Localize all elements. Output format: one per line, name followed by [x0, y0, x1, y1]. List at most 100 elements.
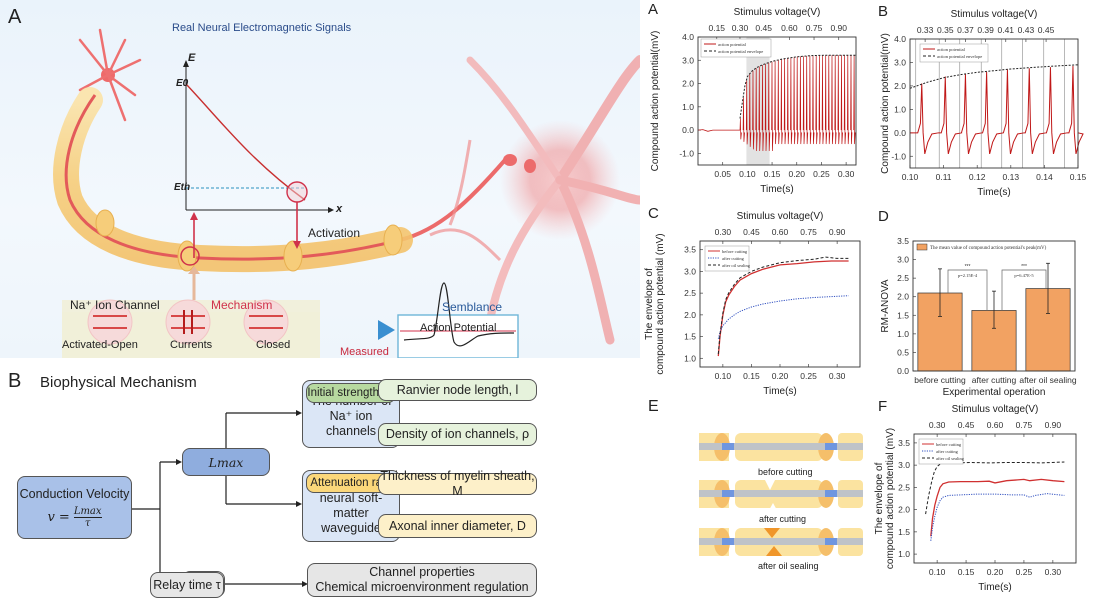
state-closed: Closed [256, 339, 291, 351]
x-axis-label: Experimental operation [943, 387, 1046, 398]
x-tick-label: 0.14 [1036, 172, 1053, 182]
top-axis-title: Stimulus voltage(V) [951, 9, 1038, 20]
y-tick-label: 0.0 [897, 366, 909, 376]
density-box: Density of ion channels, ρ [378, 423, 537, 446]
oil-seal-top [764, 528, 780, 538]
top-axis-title: Stimulus voltage(V) [734, 7, 821, 18]
e0-label: E0 [176, 78, 189, 89]
spike [853, 55, 856, 145]
y-axis-label: Compound action potential(mV) [880, 33, 891, 174]
panel-label: B [878, 3, 888, 20]
conduction-velocity-label: Conduction Velocity [19, 486, 130, 501]
legend-box [704, 245, 750, 272]
y-tick-label: 2.0 [898, 505, 910, 515]
semblance-label: Semblance [442, 300, 503, 314]
x-tick-label: 0.10 [902, 172, 919, 182]
y-axis-label: compound action potential (mV) [885, 428, 896, 569]
p-value: p=6.47E-5 [1014, 273, 1034, 278]
x-category-label: before cutting [914, 375, 966, 385]
y-tick-label: 1.5 [897, 310, 909, 320]
attenuation-box: Attenuation rate [306, 473, 396, 493]
y-tick-label: 3.0 [682, 55, 694, 65]
top-axis-title: Stimulus voltage(V) [737, 211, 824, 222]
cut-mark-bottom [768, 503, 778, 512]
significance-bracket [1001, 269, 1047, 311]
top-tick-label: 0.35 [937, 25, 954, 35]
y-axis-label: The envelope of [874, 462, 885, 534]
panel-a-label: A [8, 6, 22, 28]
x-axis-label: Time(s) [760, 184, 794, 195]
y-tick-label: 1.0 [897, 329, 909, 339]
y-tick-label: 2.5 [684, 288, 696, 298]
oil-seal-bottom [766, 546, 782, 556]
conduction-velocity-box: Conduction Velocity v = Lmax τ [17, 476, 132, 539]
spike [771, 61, 774, 152]
y-tick-label: 2.0 [897, 292, 909, 302]
spike [752, 70, 755, 150]
spike [809, 55, 812, 145]
target-neuron [466, 55, 640, 345]
action-potential-curve [403, 282, 515, 347]
state-before-cutting: before cutting [758, 467, 813, 477]
y-axis-label: RM-ANOVA [880, 279, 891, 332]
panel-e-label: E [648, 398, 659, 415]
activation-label: Activation [308, 226, 361, 240]
myelin-box: Thickness of myelin sheath, M [378, 469, 537, 498]
state-activated-open: Activated-Open [62, 339, 138, 351]
attenuation-graph [183, 60, 334, 258]
legend-label: after cutting [722, 256, 745, 261]
y-tick-label: 1.5 [684, 332, 696, 342]
spike [739, 118, 742, 140]
series-after-cutting [717, 295, 849, 339]
nerve-states-svg [699, 433, 863, 556]
top-axis-title: Stimulus voltage(V) [952, 404, 1039, 415]
x-tick-label: 0.25 [800, 371, 817, 381]
state-after-oil-sealing: after oil sealing [758, 561, 819, 571]
initial-strength-box: Initial strength E₀ [306, 383, 396, 403]
axonal-box: Axonal inner diameter, D [378, 514, 537, 538]
action-potential-box [397, 314, 519, 358]
spike [815, 55, 818, 145]
series-before-cutting [717, 260, 849, 357]
x-axis-label: Time(s) [977, 187, 1011, 198]
plot-frame [913, 433, 1077, 564]
spike [828, 55, 831, 145]
ion-channel-activated-open [87, 299, 133, 345]
x-tick-label: 0.10 [929, 567, 946, 577]
y-tick-label: 3.0 [897, 255, 909, 265]
plot-frame [912, 240, 1076, 372]
y-tick-label: 3.0 [898, 460, 910, 470]
x-axis-label: x [336, 203, 343, 215]
spike [768, 62, 771, 152]
spike [761, 64, 764, 152]
eth-label: Eth [174, 182, 191, 193]
spike [774, 60, 777, 145]
top-tick-label: 0.33 [917, 25, 934, 35]
x-tick-label: 0.25 [1016, 567, 1033, 577]
panel-e-nerve-diagram: E before cutting after cutting after oil… [640, 395, 880, 598]
spike [834, 55, 837, 145]
ranvier-box: Ranvier node length, l [378, 379, 537, 401]
ion-channel-currents [165, 299, 211, 345]
top-tick-label: 0.15 [708, 23, 725, 33]
y-axis-label: Compound action potential(mV) [650, 31, 661, 172]
spike [796, 56, 799, 145]
top-tick-label: 0.75 [806, 23, 823, 33]
x-category-label: after cutting [972, 375, 1017, 385]
plot-frame [699, 240, 861, 368]
y-tick-label: 1.5 [898, 527, 910, 537]
legend-label: action potential [937, 47, 966, 52]
plot-frame [909, 38, 1079, 169]
spike [758, 66, 761, 152]
spike [847, 55, 850, 145]
legend-label: The mean value of compound action potent… [930, 246, 1047, 251]
top-tick-label: 0.60 [772, 227, 789, 237]
top-tick-label: 0.60 [781, 23, 798, 33]
panel-a-illustration: A Real Neural Electromagnetic Signals E … [0, 0, 640, 358]
node-highlight-circle [180, 246, 200, 266]
legend-label: action potential [718, 42, 747, 47]
spike [799, 56, 802, 145]
y-tick-label: 1.0 [682, 102, 694, 112]
spike [783, 58, 787, 145]
